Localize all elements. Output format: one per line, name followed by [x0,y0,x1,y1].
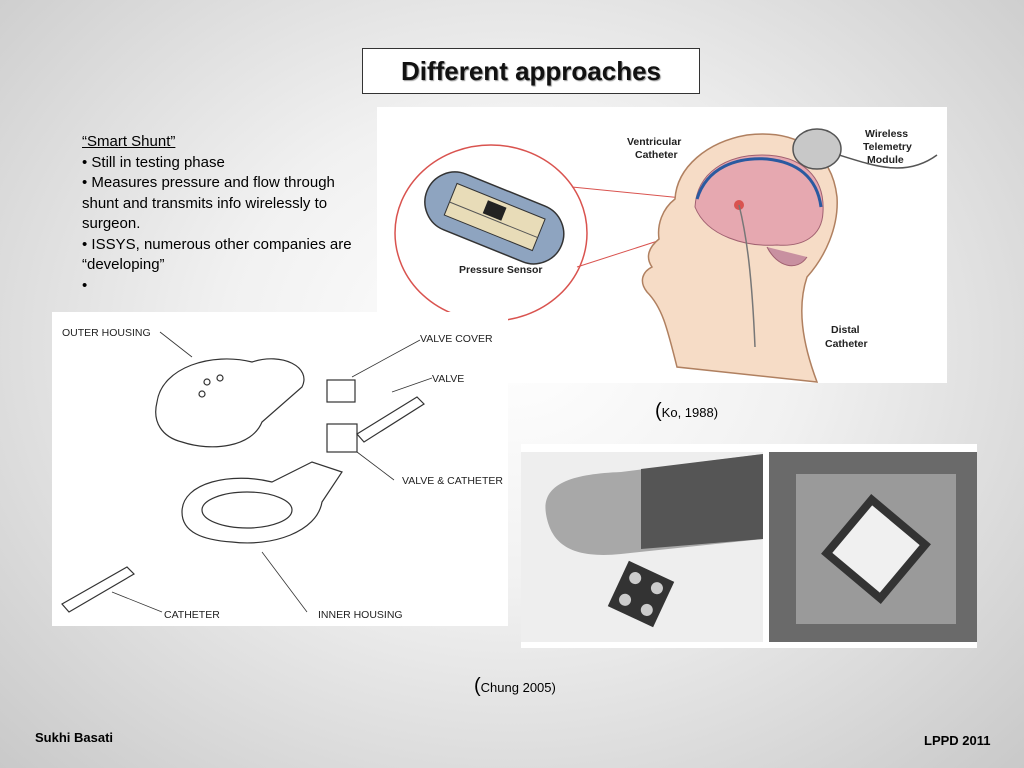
label-valve: VALVE [432,373,464,385]
catheter-shape [61,566,135,613]
valve-body-shape [326,423,358,453]
footer-course: LPPD 2011 [924,733,991,748]
label-ventricular-1: Ventricular [627,136,681,148]
chip-membrane [821,494,931,604]
valve-cover-shape [326,379,356,403]
citation-ko-text: Ko, 1988) [661,405,719,420]
valve-diagram-svg: OUTER HOUSING VALVE COVER VALVE VALVE & … [61,327,503,621]
brain-shape [694,154,824,246]
slide-title-box: Different approaches [362,48,700,94]
citation-ko-paren: ( [655,400,662,422]
label-valve-cover: VALVE COVER [420,333,493,345]
ventricular-line [695,157,823,208]
label-inner-housing: INNER HOUSING [318,609,403,621]
notes-bullet-2: • Measures pressure and flow through shu… [82,174,335,232]
label-valve-catheter: VALVE & CATHETER [402,475,503,487]
sensor-chip [607,560,675,628]
label-catheter: CATHETER [164,609,220,621]
label-wireless-1: Wireless [865,128,908,140]
wireless-cable [838,154,938,169]
notes-heading: “Smart Shunt” [82,133,176,150]
outer-housing-shape [155,358,305,448]
notes-block: “Smart Shunt” • Still in testing phase •… [82,132,372,296]
label-outer-housing: OUTER HOUSING [62,327,151,339]
distal-catheter-tube [738,204,756,348]
label-distal-1: Distal [831,324,860,336]
label-wireless-3: Module [867,154,904,166]
wireless-module-device [792,128,842,170]
probe-dark-section [641,454,763,549]
citation-chung: (Chung 2005) [474,675,556,698]
notes-bullet-3: • ISSYS, numerous other companies are “d… [82,235,352,274]
notes-bullet-4: • [82,276,88,294]
citation-chung-text: Chung 2005) [480,680,556,695]
sensor-photographs [521,444,977,648]
pressure-sensor-capsule [424,171,565,265]
label-wireless-2: Telemetry [863,141,912,153]
citation-ko: (Ko, 1988) [655,400,718,423]
label-distal-2: Catheter [825,338,868,350]
valve-catheter-tube [356,396,425,443]
label-pressure-sensor: Pressure Sensor [459,264,542,276]
valve-exploded-diagram: OUTER HOUSING VALVE COVER VALVE VALVE & … [52,312,508,626]
sensor-photos-svg [521,452,977,642]
footer-author: Sukhi Basati [35,730,114,745]
slide-title: Different approaches [400,55,662,86]
smart-shunt-svg: Ventricular Catheter Wireless Telemetry … [394,128,938,383]
citation-chung-paren: ( [474,675,481,697]
label-ventricular-2: Catheter [635,149,678,161]
notes-bullet-1: • Still in testing phase [82,153,225,171]
cerebellum-shape [766,246,808,267]
